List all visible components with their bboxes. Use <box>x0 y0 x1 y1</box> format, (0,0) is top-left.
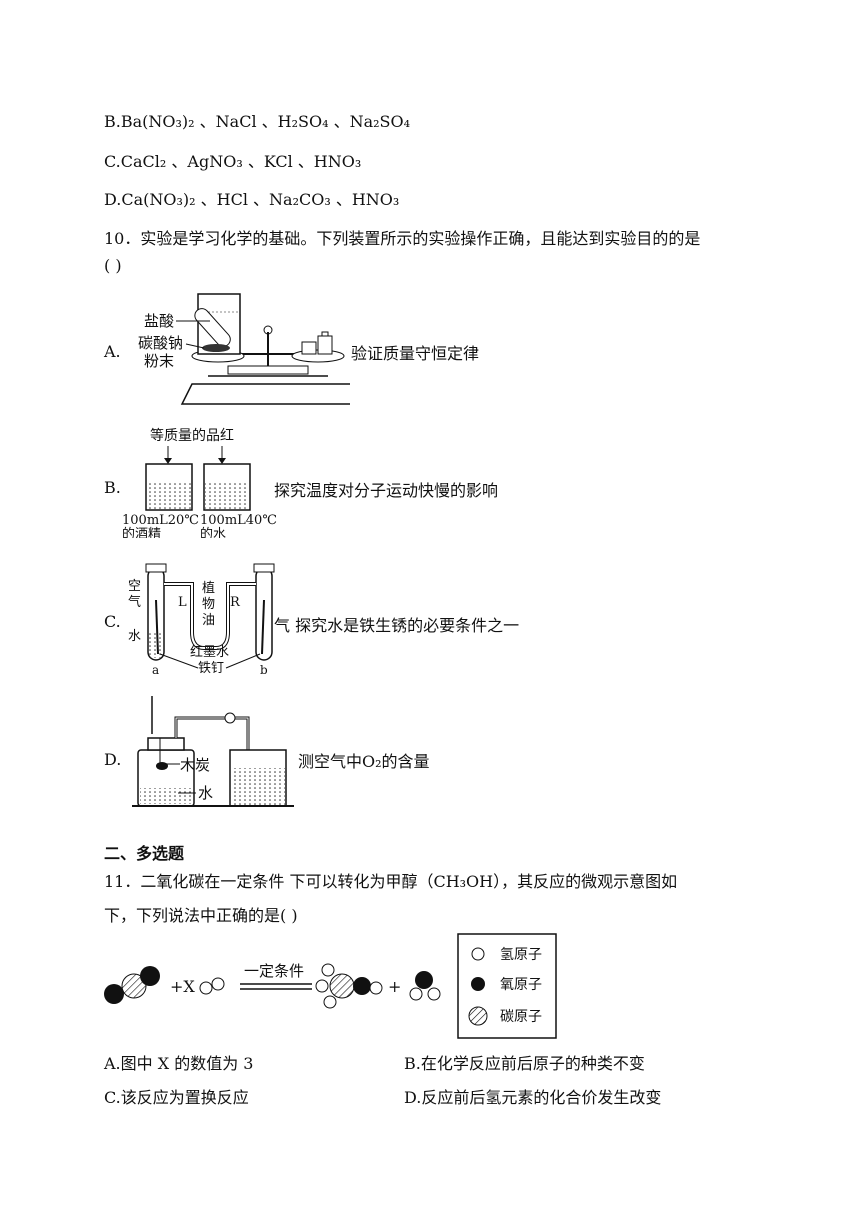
condition: 一定条件 <box>244 962 304 980</box>
plus-x: +X <box>170 977 195 996</box>
label-left-beaker: 100mL20℃ <box>122 513 199 528</box>
option-10b-desc: 探究温度对分子运动快慢的影响 <box>274 481 499 500</box>
label-oil: 植 <box>202 581 215 596</box>
option-10c-desc: 气 探究水是铁生锈的必要条件之一 <box>274 616 520 635</box>
reaction-diagram: +X 一定条件 + 氢原子 氧原子 碳原子 <box>104 933 557 1039</box>
plus: + <box>388 977 401 996</box>
label-oil-2: 物 <box>202 597 215 612</box>
option-11d: D.反应前后氢元素的化合价发生改变 <box>404 1088 662 1107</box>
option-10d-desc: 测空气中O₂的含量 <box>298 752 430 771</box>
label-right-beaker: 100mL40℃ <box>200 513 277 528</box>
option-text: Ca(NO₃)₂ 、HCl 、Na₂CO₃ 、HNO₃ <box>121 190 400 209</box>
label-right-beaker-2: 的水 <box>200 526 226 538</box>
beakers-diagram: 等质量的品红 100mL20℃ 的酒精 100mL40℃ 的水 <box>122 427 277 538</box>
label-ink: 红墨水 <box>190 644 229 660</box>
option-10c-letter: C. <box>104 612 121 631</box>
label-carbon: 木炭 <box>180 756 210 774</box>
oxygen-diagram: 木炭 水 <box>132 696 294 807</box>
option-9d: D.Ca(NO₃)₂ 、HCl 、Na₂CO₃ 、HNO₃ <box>104 186 399 210</box>
option-10b-letter: B. <box>104 478 121 497</box>
label-powder-2: 粉末 <box>144 352 174 370</box>
label-R: R <box>230 595 241 610</box>
label-powder: 碳酸钠 <box>138 334 183 352</box>
option-11b: B.在化学反应前后原子的种类不变 <box>404 1054 645 1073</box>
option-11c: C.该反应为置换反应 <box>104 1088 249 1107</box>
label-acid: 盐酸 <box>144 312 174 330</box>
rust-diagram: L R 植 物 油 空 气 水 干 燥 空 红墨水 铁钉 a b <box>128 563 275 676</box>
option-10a-letter: A. <box>104 342 121 361</box>
option-letter: C. <box>104 152 121 171</box>
label-a: a <box>152 663 159 676</box>
question-11-stem-2: 下，下列说法中正确的是( ) <box>104 906 298 925</box>
label-air-2: 气 <box>128 594 141 610</box>
label-L: L <box>178 595 187 610</box>
label-water-d: 水 <box>198 784 213 802</box>
option-letter: B. <box>104 112 121 131</box>
option-text: CaCl₂ 、AgNO₃ 、KCl 、HNO₃ <box>120 152 362 171</box>
option-9b: B.Ba(NO₃)₂ 、NaCl 、H₂SO₄ 、Na₂SO₄ <box>104 108 410 132</box>
legend-h: 氢原子 <box>500 947 542 963</box>
label-b: b <box>260 663 268 676</box>
label-air: 空 <box>128 579 141 594</box>
label-nail: 铁钉 <box>198 661 224 676</box>
option-text: Ba(NO₃)₂ 、NaCl 、H₂SO₄ 、Na₂SO₄ <box>120 112 411 131</box>
question-11-stem: 11．二氧化碳在一定条件 下可以转化为甲醇（CH₃OH），其反应的微观示意图如 <box>104 872 678 891</box>
option-11a: A.图中 X 的数值为 3 <box>104 1054 254 1073</box>
option-10d-letter: D. <box>104 750 122 769</box>
question-10-stem: 10．实验是学习化学的基础。下列装置所示的实验操作正确，且能达到实验目的的是 <box>104 229 701 248</box>
label-water-c: 水 <box>128 629 141 644</box>
option-10a-desc: 验证质量守恒定律 <box>351 344 480 363</box>
label-left-beaker-2: 的酒精 <box>122 526 161 538</box>
label-dye: 等质量的品红 <box>150 427 234 444</box>
legend-c: 碳原子 <box>500 1009 542 1025</box>
question-10-stem-2: ( ) <box>104 256 122 275</box>
section-title: 二、多选题 <box>104 844 185 863</box>
balance-diagram: 盐酸 碳酸钠 粉末 <box>138 293 350 405</box>
legend-o: 氧原子 <box>500 977 542 993</box>
label-oil-3: 油 <box>202 613 215 628</box>
option-letter: D. <box>104 190 122 209</box>
option-9c: C.CaCl₂ 、AgNO₃ 、KCl 、HNO₃ <box>104 148 361 172</box>
